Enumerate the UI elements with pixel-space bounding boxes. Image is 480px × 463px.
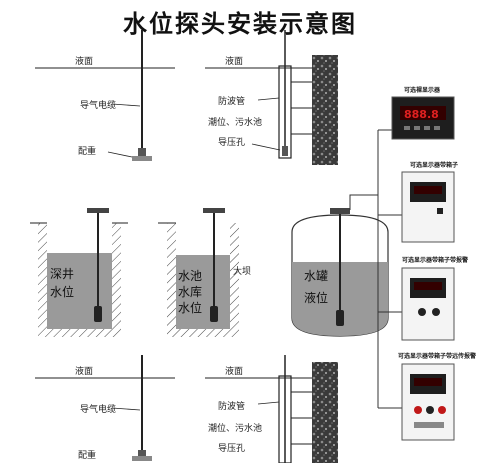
well-label-2: 水位 — [50, 284, 74, 299]
probe-body — [94, 306, 102, 322]
liquid-surface-label: 液面 — [225, 55, 243, 67]
alarm-indicator — [414, 406, 422, 414]
cable-leader — [111, 103, 141, 107]
pool-label-3: 水位 — [178, 300, 202, 315]
place-label: 潮位、污水池 — [208, 116, 262, 128]
well-wall-left — [38, 223, 47, 329]
bottom-mid-probe-panel: 液面 防波管 潮位、污水池 导压孔 — [205, 355, 338, 463]
lcd-readout: 888.8 — [404, 108, 439, 121]
deep-well-panel: 深井 水位 — [30, 208, 128, 337]
bare-display-label: 可选裸显示器 — [404, 86, 441, 94]
alarm-button — [426, 406, 434, 414]
signal-wiring — [349, 129, 402, 409]
terminal-strip — [414, 422, 444, 428]
probe-body — [336, 310, 344, 326]
liquid-surface-label: 液面 — [75, 365, 93, 377]
box3-label: 可选显示器带箱子带远传报警 — [398, 352, 476, 360]
probe-body — [138, 148, 146, 158]
alarm-button — [432, 308, 440, 316]
display-box-1: 可选显示器带箱子 — [401, 161, 458, 243]
weight-label: 配重 — [78, 145, 96, 157]
pool-cap — [203, 208, 225, 213]
well-wall-right — [112, 223, 121, 329]
place-label: 潮位、污水池 — [208, 422, 262, 434]
bare-display: 可选裸显示器 888.8 — [391, 86, 455, 140]
pool-label-1: 水池 — [178, 269, 202, 283]
box2-label: 可选显示器带箱子带报警 — [402, 256, 468, 264]
reservoir-panel: 水池 水库 水位 大坝 — [158, 208, 251, 337]
bottom-left-probe-panel: 液面 导气电缆 配重 — [35, 355, 175, 461]
pipe-label: 防波管 — [218, 95, 245, 107]
probe-body — [210, 306, 218, 322]
pool-label-2: 水库 — [178, 284, 202, 299]
concrete-wall — [312, 362, 338, 463]
pool-wall-right — [230, 223, 239, 329]
hole-label: 导压孔 — [218, 137, 245, 148]
top-mid-probe-panel: 液面 防波管 潮位、污水池 导压孔 — [205, 30, 338, 165]
probe-body — [282, 146, 288, 156]
tank-cap — [330, 208, 350, 214]
key-lock — [437, 208, 443, 214]
pool-water — [176, 255, 230, 329]
cable-label: 导气电缆 — [80, 403, 116, 415]
pool-wall-left — [167, 223, 176, 329]
probe-body — [138, 450, 146, 458]
pipe-label: 防波管 — [218, 400, 245, 412]
tank-label-2: 液位 — [304, 290, 328, 305]
well-label-1: 深井 — [50, 267, 74, 281]
dam-label: 大坝 — [233, 265, 251, 277]
top-left-probe-panel: 液面 导气电缆 配重 — [35, 30, 175, 161]
alarm-button — [418, 308, 426, 316]
well-cap — [87, 208, 109, 213]
cable-label: 导气电缆 — [80, 99, 116, 111]
display-box-3: 可选显示器带箱子带远传报警 — [398, 352, 476, 441]
liquid-surface-label: 液面 — [225, 365, 243, 377]
counterweight — [132, 456, 152, 461]
tank-label-1: 水罐 — [304, 269, 328, 283]
alarm-indicator — [438, 406, 446, 414]
display-box-2: 可选显示器带箱子带报警 — [401, 256, 468, 341]
concrete-wall — [312, 55, 338, 165]
counterweight — [132, 156, 152, 161]
well-floor — [38, 329, 121, 337]
liquid-surface-label: 液面 — [75, 55, 93, 67]
weight-label: 配重 — [78, 449, 96, 461]
diagram-title: 水位探头安装示意图 — [123, 9, 357, 38]
box1-label: 可选显示器带箱子 — [410, 161, 458, 169]
tank-panel: 水罐 液位 — [291, 208, 389, 337]
lcd-screen — [400, 106, 446, 120]
hole-label: 导压孔 — [218, 443, 245, 454]
weight-leader — [107, 151, 133, 158]
pool-floor — [167, 329, 239, 337]
